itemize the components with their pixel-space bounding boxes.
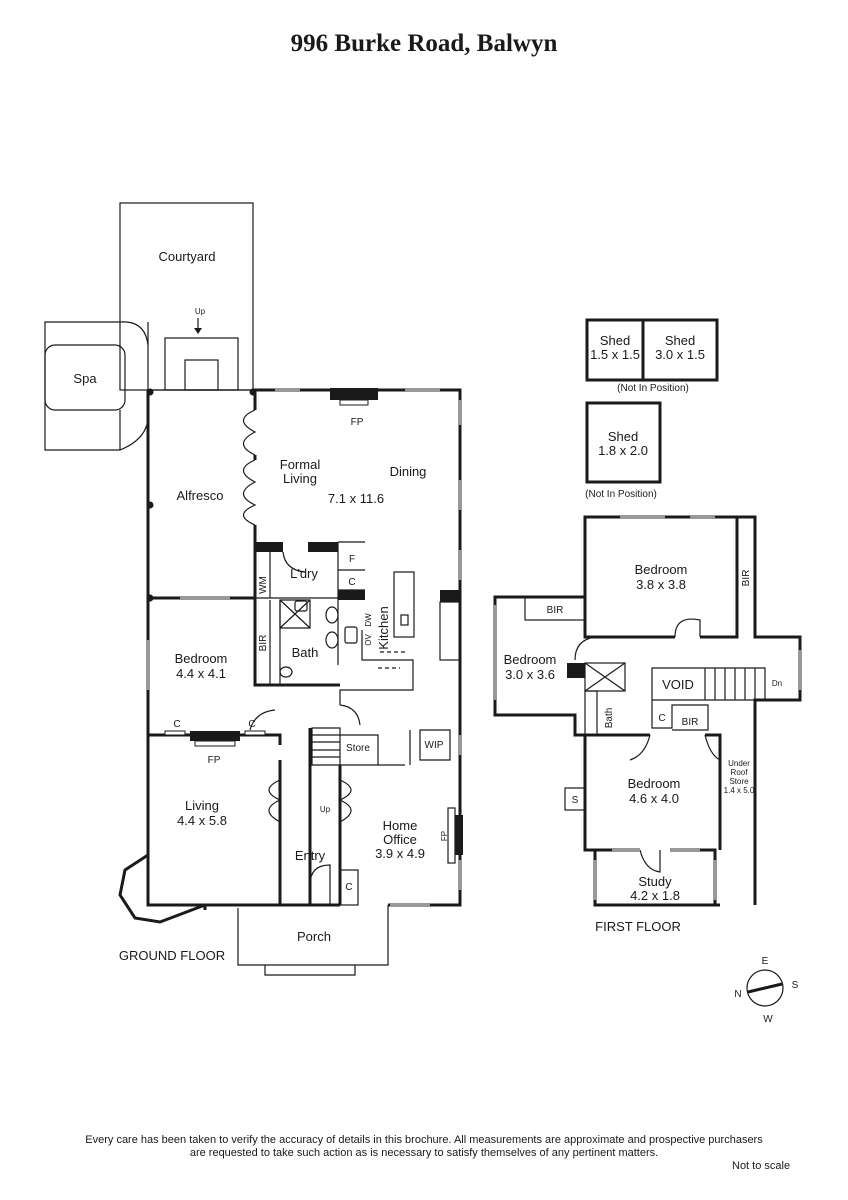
fridge-label: F: [349, 554, 355, 565]
room-size-formal-dining: 7.1 x 11.6: [328, 491, 384, 506]
room-label-spa: Spa: [73, 371, 97, 386]
fireplace: [330, 388, 378, 400]
under-roof-size: 1.4 x 5.0: [724, 786, 755, 795]
room-label-wip: WIP: [425, 740, 444, 751]
up-label: Up: [320, 805, 331, 814]
shed-2-label: Shed: [665, 333, 695, 348]
room-label-bedroom-lower: Bedroom: [628, 776, 681, 791]
room-size-bedroom-left: 3.0 x 3.6: [505, 667, 555, 682]
bir-label: BIR: [547, 605, 564, 616]
down-label: Dn: [772, 679, 782, 688]
storage-label: S: [572, 795, 579, 806]
disclaimer-line-1: Every care has been taken to verify the …: [85, 1134, 763, 1146]
room-size-study: 4.2 x 1.8: [630, 888, 680, 903]
room-size-bedroom: 4.4 x 4.1: [176, 666, 226, 681]
room-label-laundry: L'dry: [290, 566, 318, 581]
void-label: VOID: [662, 677, 694, 692]
page-title: 996 Burke Road, Balwyn: [290, 30, 558, 57]
room-label-alfresco: Alfresco: [177, 488, 224, 503]
room-label-dining: Dining: [390, 464, 427, 479]
shed-2: [641, 318, 719, 382]
room-label-living: Living: [185, 798, 219, 813]
oven-label: OV: [364, 634, 373, 646]
room-label-home: Home: [383, 818, 418, 833]
room-label-bedroom-left: Bedroom: [504, 652, 557, 667]
fp-label: FP: [351, 417, 364, 428]
compass-w: W: [763, 1014, 773, 1025]
closet-label: C: [658, 713, 665, 724]
courtyard-area: [119, 202, 254, 391]
closet-label: C: [248, 719, 255, 730]
room-label-entry: Entry: [295, 848, 326, 863]
room-label-formal: Formal: [280, 457, 321, 472]
not-in-position-note: (Not In Position): [617, 383, 689, 394]
shed-3: [585, 401, 662, 484]
shed-1-label: Shed: [600, 333, 630, 348]
room-label-kitchen: Kitchen: [376, 606, 391, 649]
fp-label: FP: [208, 755, 221, 766]
room-label-living-formal: Living: [283, 471, 317, 486]
compass-s: S: [792, 980, 799, 991]
room-label-store: Store: [346, 743, 370, 754]
bir-label: BIR: [258, 635, 269, 652]
up-label: Up: [195, 307, 206, 316]
wm-label: WM: [258, 576, 269, 594]
room-size-home-office: 3.9 x 4.9: [375, 846, 425, 861]
spa-area: [44, 321, 149, 451]
room-size-living: 4.4 x 5.8: [177, 813, 227, 828]
ground-floor-label: GROUND FLOOR: [119, 948, 225, 963]
room-label-office: Office: [383, 832, 417, 847]
courtyard-steps: [164, 337, 239, 391]
shed-1-size: 1.5 x 1.5: [590, 347, 640, 362]
dishwasher-label: DW: [364, 613, 373, 627]
cupboard-label: C: [348, 577, 355, 588]
room-label-study: Study: [638, 874, 672, 889]
under-roof-label: Store: [729, 777, 749, 786]
compass-icon: E N S W: [734, 956, 798, 1025]
shed-2-size: 3.0 x 1.5: [655, 347, 705, 362]
under-roof-label: Roof: [731, 768, 749, 777]
room-size-bedroom-lower: 4.6 x 4.0: [629, 791, 679, 806]
not-in-position-note: (Not In Position): [585, 489, 657, 500]
room-label-bath: Bath: [292, 645, 319, 660]
disclaimer: Every care has been taken to verify the …: [0, 1134, 848, 1160]
closet-label: C: [345, 882, 352, 893]
shed-3-size: 1.8 x 2.0: [598, 443, 648, 458]
shed-3-label: Shed: [608, 429, 638, 444]
cooktop-icon: [344, 626, 358, 644]
room-size-bedroom-main: 3.8 x 3.8: [636, 577, 686, 592]
room-label-bedroom-main: Bedroom: [635, 562, 688, 577]
first-floor-label: FIRST FLOOR: [595, 919, 681, 934]
first-floor-plan: [493, 318, 802, 907]
ground-floor-plan: [44, 202, 463, 976]
bir-label: BIR: [741, 570, 752, 587]
compass-e: E: [762, 956, 769, 967]
room-label-courtyard: Courtyard: [158, 249, 215, 264]
bir-label: BIR: [682, 717, 699, 728]
room-label-bath: Bath: [604, 708, 615, 729]
fp-label: FP: [440, 831, 449, 841]
room-label-porch: Porch: [297, 929, 331, 944]
compass-n: N: [734, 989, 741, 1000]
room-label-bedroom: Bedroom: [175, 651, 228, 666]
not-to-scale-note: Not to scale: [732, 1160, 791, 1172]
disclaimer-line-2: are requested to take such action as is …: [189, 1147, 659, 1159]
closet-label: C: [173, 719, 180, 730]
under-roof-label: Under: [728, 759, 750, 768]
